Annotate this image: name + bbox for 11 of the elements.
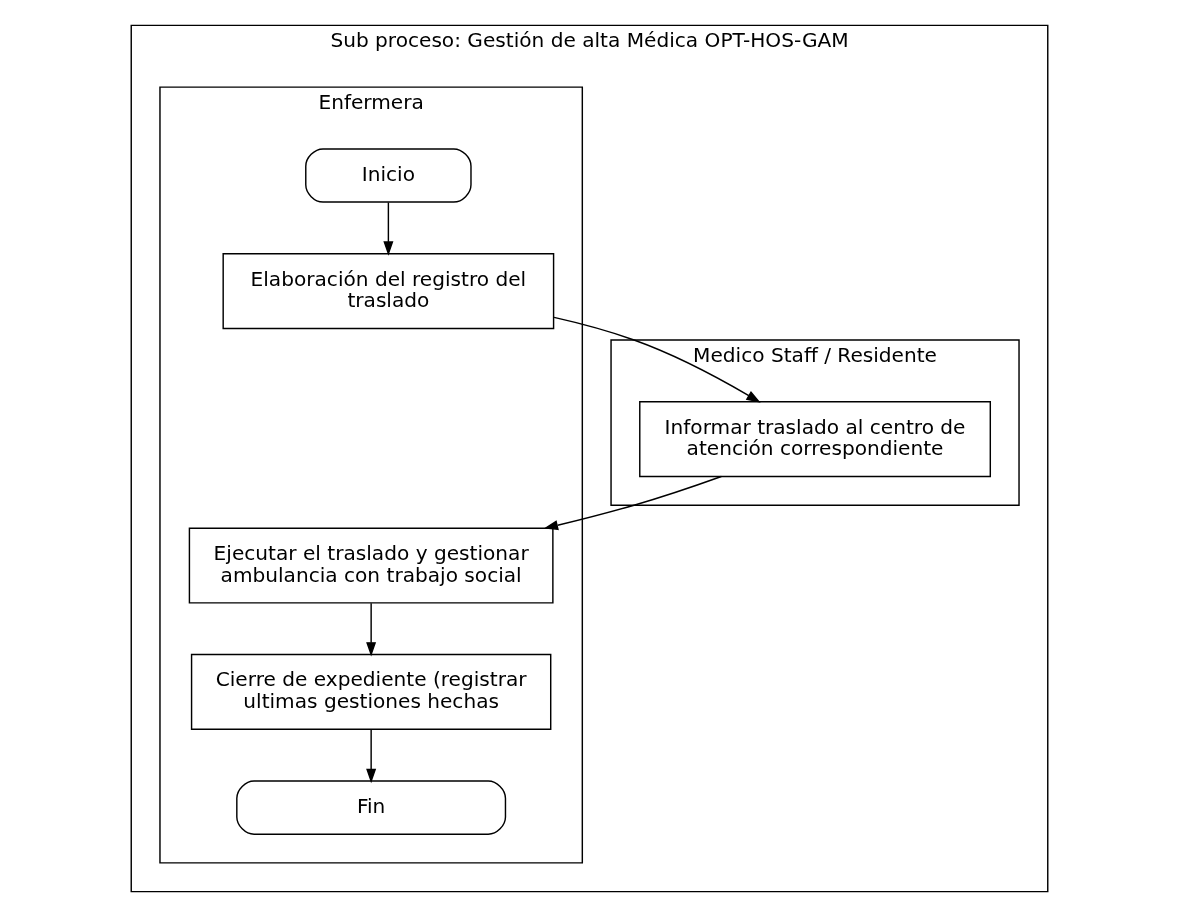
node-box: Cierre de expediente (registrar ultimas gestiones hechas (190, 653, 552, 730)
arrow (366, 728, 377, 784)
arrow (366, 602, 377, 657)
node-box: Inicio (305, 148, 472, 203)
node-box: Elaboración del registro del traslado (222, 253, 555, 330)
arrow (383, 201, 394, 256)
arrow (543, 475, 723, 531)
node-box: Fin (236, 780, 507, 835)
arrow (553, 316, 761, 403)
node-box: Ejecutar el traslado y gestionar ambulancia con trabajo social (188, 527, 554, 604)
node-box: Informar traslado al centro de atención correspondiente (639, 401, 991, 478)
